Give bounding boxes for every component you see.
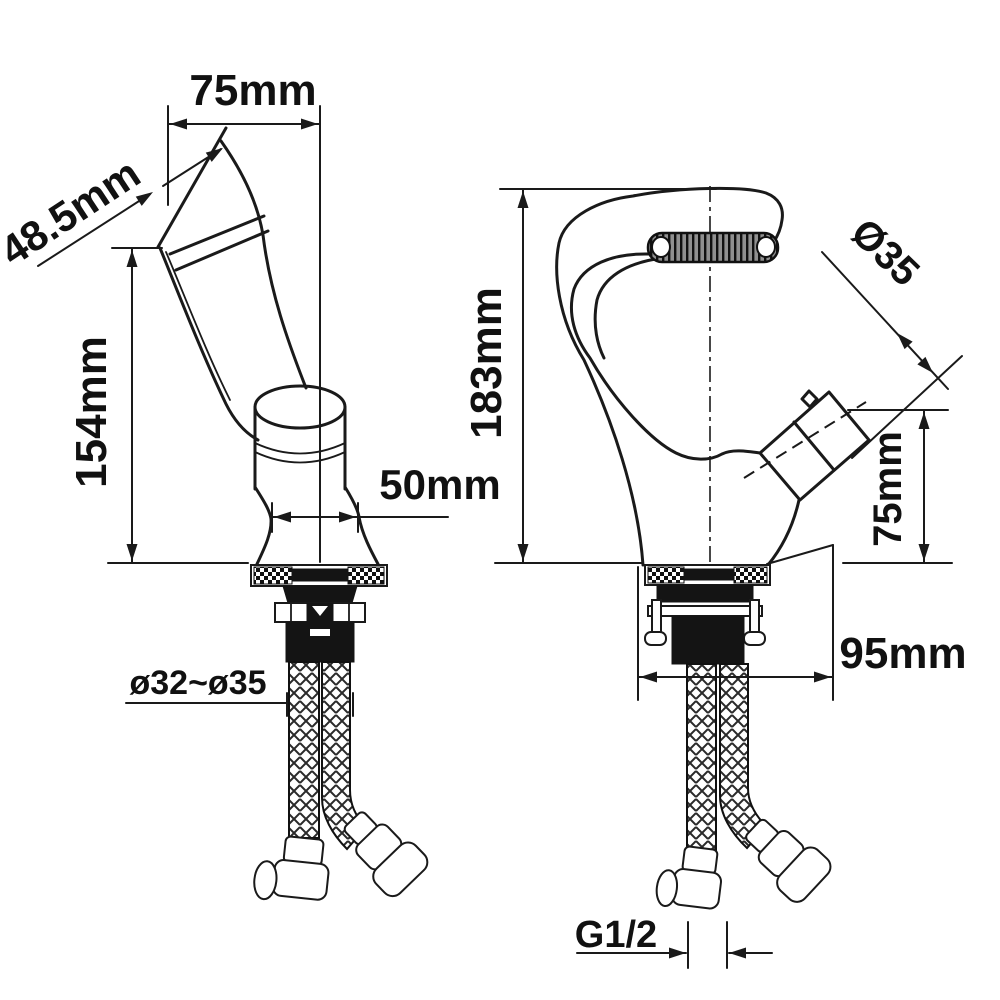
label-left-spout-diameter: 48.5mm	[0, 149, 148, 275]
label-right-hose-thread: G1/2	[575, 914, 657, 956]
left-view-mounting-hardware	[250, 564, 429, 901]
right-view-mounting-hardware	[644, 564, 832, 910]
label-left-body-width: 50mm	[379, 461, 500, 508]
label-left-mounting-hole: ø32~ø35	[129, 664, 266, 702]
label-right-base-depth: 95mm	[839, 629, 966, 678]
label-right-handle-height: 75mm	[866, 431, 910, 547]
dimension-lines-right-view	[494, 188, 963, 969]
dimension-lines-left-view	[37, 105, 449, 717]
left-view-faucet	[156, 126, 380, 566]
label-right-handle-diameter: Ø35	[843, 211, 928, 295]
label-left-top-width: 75mm	[189, 66, 316, 115]
right-view-faucet	[555, 186, 871, 567]
label-left-height: 154mm	[67, 336, 116, 488]
label-right-height: 183mm	[462, 287, 511, 439]
